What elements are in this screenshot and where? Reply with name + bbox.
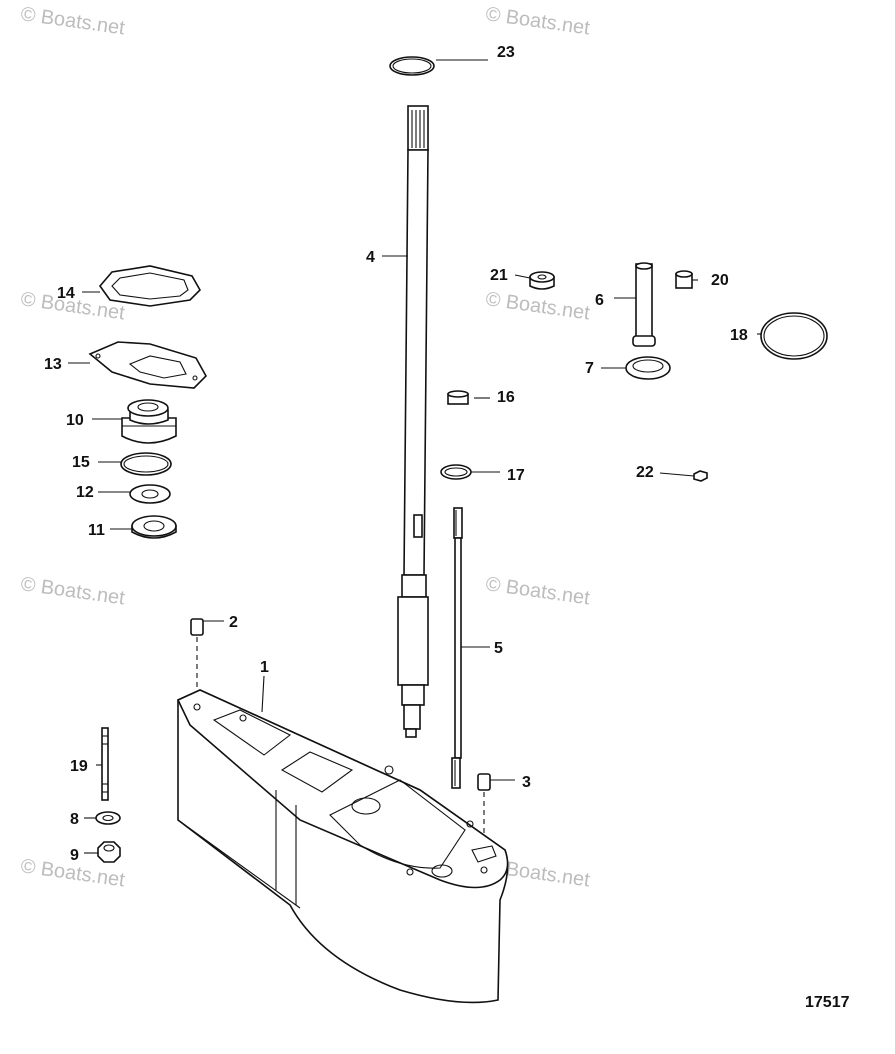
callout-23: 23 — [497, 44, 515, 61]
watermark: © Boats.net — [19, 3, 126, 39]
part-bushing-16 — [447, 390, 469, 405]
callout-11: 11 — [88, 522, 105, 539]
callout-20: 20 — [711, 272, 729, 289]
callout-22: 22 — [636, 464, 654, 481]
callout-1: 1 — [260, 659, 269, 676]
callout-16: 16 — [497, 389, 515, 406]
callout-8: 8 — [70, 811, 79, 828]
callout-4: 4 — [366, 249, 375, 266]
part-stud-19 — [101, 727, 109, 801]
part-washer-12 — [129, 484, 171, 504]
callout-17: 17 — [507, 467, 525, 484]
part-nut-22 — [693, 470, 708, 482]
part-stud-5 — [451, 507, 463, 789]
part-driveshaft-housing-1 — [176, 689, 509, 1004]
figure-id: 17517 — [805, 994, 850, 1011]
part-seal-11 — [131, 515, 177, 539]
callout-7: 7 — [585, 360, 594, 377]
callout-2: 2 — [229, 614, 238, 631]
callout-10: 10 — [66, 412, 84, 429]
watermark: © Boats.net — [484, 573, 591, 609]
callout-18: 18 — [730, 327, 748, 344]
part-washer-17 — [440, 464, 472, 480]
part-washer-8 — [95, 811, 121, 825]
part-drive-shaft-4 — [397, 105, 429, 738]
part-housing-10 — [121, 399, 177, 444]
leader-lines — [68, 59, 761, 854]
callout-6: 6 — [595, 292, 604, 309]
callout-12: 12 — [76, 484, 94, 501]
watermark: © Boats.net — [19, 573, 126, 609]
callout-19: 19 — [70, 758, 88, 775]
part-gasket-13 — [88, 341, 207, 389]
callout-9: 9 — [70, 847, 79, 864]
part-tube-6 — [632, 262, 656, 347]
callout-21: 21 — [490, 267, 508, 284]
part-o-ring-23 — [389, 56, 435, 76]
part-o-ring-15 — [120, 452, 172, 476]
part-dowel-pin-2 — [190, 618, 204, 700]
callout-15: 15 — [72, 454, 90, 471]
part-seal-7 — [625, 356, 671, 380]
callouts: 1 2 3 4 5 6 7 8 9 10 11 12 13 14 15 16 1… — [44, 44, 748, 864]
part-grommet-21 — [529, 271, 555, 290]
part-bushing-20 — [675, 270, 693, 289]
watermark: © Boats.net — [484, 288, 591, 324]
callout-14: 14 — [57, 285, 75, 302]
part-o-ring-18 — [760, 312, 828, 360]
watermark: © Boats.net — [484, 3, 591, 39]
part-nut-9 — [97, 841, 121, 863]
callout-5: 5 — [494, 640, 503, 657]
callout-13: 13 — [44, 356, 62, 373]
part-gasket-14 — [98, 265, 201, 307]
callout-3: 3 — [522, 774, 531, 791]
